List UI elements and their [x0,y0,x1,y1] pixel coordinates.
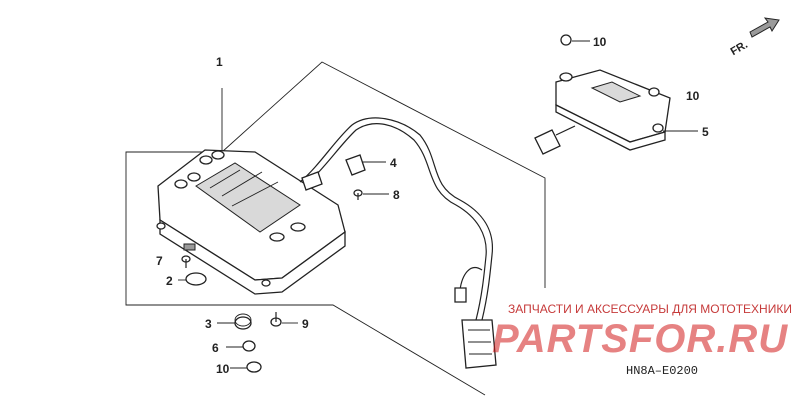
small-parts [181,189,363,373]
callout-9: 9 [302,317,309,331]
callout-10-top: 10 [593,35,607,49]
watermark-brand: PARTSFOR.RU [492,317,788,361]
callout-10-bottom: 10 [216,362,230,376]
callout-4: 4 [390,156,397,170]
direction-label: FR. [729,39,750,58]
callout-1: 1 [216,55,223,69]
callout-8: 8 [393,188,400,202]
control-module [534,34,671,155]
leader-lines [178,40,698,369]
callout-5: 5 [702,125,709,139]
front-direction-arrow: FR. [729,17,780,58]
callout-10-right: 10 [686,89,700,103]
watermark-caption: ЗАПЧАСТИ И АКСЕССУАРЫ ДЛЯ МОТОТЕХНИКИ [508,302,792,316]
callout-6: 6 [212,341,219,355]
callout-2: 2 [166,274,173,288]
callout-3: 3 [205,317,212,331]
callout-7: 7 [156,254,163,268]
assembly-outline [125,61,546,396]
meter-assembly [156,149,346,295]
watermark: ЗАПЧАСТИ И АКСЕССУАРЫ ДЛЯ МОТОТЕХНИКИ PA… [492,302,792,361]
wire-harness [299,117,497,369]
diagram-code: HN8A–E0200 [626,364,698,378]
callout-labels: 1 2 3 4 5 6 7 8 9 10 10 10 [156,35,709,376]
